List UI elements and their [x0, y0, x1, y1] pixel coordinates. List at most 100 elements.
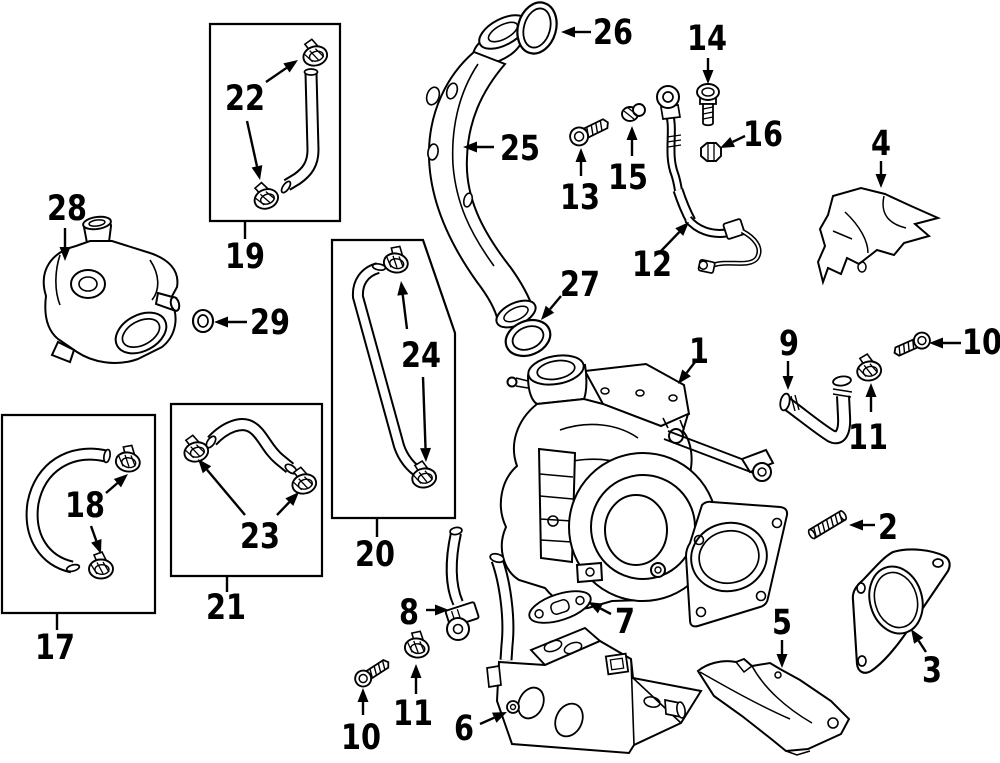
arrowhead-icon	[782, 376, 794, 390]
callout-23: 23	[240, 517, 280, 557]
callout-25: 25	[500, 129, 540, 169]
callout-2: 2	[878, 508, 898, 548]
part-17-water-hose	[25, 442, 144, 580]
group-box-17	[0, 413, 157, 615]
group-boxes	[0, 22, 457, 615]
arrow-line-22	[265, 66, 288, 83]
callout-3: 3	[922, 651, 942, 691]
part-5-heat-shield	[696, 657, 851, 756]
arrowhead-icon	[875, 174, 887, 188]
arrowhead-icon	[911, 629, 924, 644]
callout-4: 4	[871, 124, 891, 164]
group-box-20	[330, 238, 457, 520]
callout-11-lower: 11	[393, 694, 433, 734]
arrowhead-icon	[776, 654, 788, 668]
callout-20: 20	[355, 535, 395, 575]
arrow-line-27	[549, 295, 562, 311]
arrowhead-icon	[397, 281, 409, 296]
callout-5: 5	[772, 603, 792, 643]
callout-28: 28	[47, 189, 87, 229]
arrowhead-icon	[463, 141, 477, 153]
callout-15: 15	[608, 158, 648, 198]
arrow-line-6	[479, 716, 495, 726]
callout-26: 26	[593, 13, 633, 53]
arrowhead-icon	[561, 26, 575, 38]
arrowhead-icon	[675, 222, 689, 236]
callout-7: 7	[615, 602, 635, 642]
arrowhead-icon	[929, 337, 943, 349]
arrowhead-icon	[865, 383, 877, 397]
part-8-oil-return-pipe	[444, 526, 480, 641]
arrowhead-icon	[678, 369, 691, 384]
callout-10-lower: 10	[341, 718, 381, 758]
arrowhead-icon	[541, 305, 555, 320]
arrowhead-icon	[720, 136, 736, 148]
part-1-turbocharger	[499, 354, 789, 628]
callout-9: 9	[779, 324, 799, 364]
arrowhead-icon	[357, 688, 369, 702]
callout-13: 13	[560, 178, 600, 218]
callout-21: 21	[206, 588, 246, 628]
group-box-21	[169, 402, 324, 578]
part-13-bolt	[569, 118, 609, 147]
arrowhead-icon	[113, 474, 128, 488]
part-9-water-hose	[779, 375, 853, 445]
callout-24: 24	[401, 336, 441, 376]
part-12-oil-feed-pipe	[656, 85, 762, 274]
arrowhead-icon	[626, 126, 638, 140]
arrowhead-icon	[283, 60, 298, 73]
arrowhead-icon	[435, 604, 449, 616]
callout-12: 12	[632, 245, 672, 285]
part-15-connector	[621, 103, 646, 122]
arrow-line-18	[105, 482, 119, 494]
callout-27: 27	[560, 265, 600, 305]
arrowhead-icon	[198, 459, 212, 474]
arrow-line-1	[685, 361, 696, 374]
arrow-line-3	[917, 640, 928, 653]
callout-22: 22	[225, 79, 265, 119]
part-29-seal-ring	[191, 308, 215, 334]
callout-1: 1	[689, 332, 709, 372]
arrowhead-icon	[410, 664, 422, 678]
arrowhead-icon	[59, 247, 71, 261]
part-14-bolt	[696, 83, 720, 127]
arrowhead-icon	[285, 492, 299, 506]
callout-14: 14	[687, 19, 727, 59]
part-6-bracket	[486, 552, 703, 755]
arrowhead-icon	[420, 447, 432, 462]
part-7-gasket	[528, 590, 592, 624]
callout-18: 18	[65, 486, 105, 526]
callout-17: 17	[35, 628, 75, 668]
arrowhead-icon	[702, 70, 714, 84]
callout-6: 6	[454, 709, 474, 749]
part-16-nut	[700, 142, 722, 162]
arrow-line-24	[421, 376, 427, 449]
arrowhead-icon	[491, 712, 507, 723]
part-26-gasket-ring	[516, 1, 558, 55]
part-3-gasket	[851, 548, 951, 674]
arrow-line-22	[245, 120, 259, 167]
arrowhead-icon	[849, 519, 863, 531]
arrow-line-18	[89, 525, 98, 542]
arrowhead-icon	[251, 165, 263, 180]
callout-10-upper: 10	[962, 323, 1000, 363]
callout-16: 16	[743, 115, 783, 155]
callout-19: 19	[225, 237, 265, 277]
callout-29: 29	[250, 303, 290, 343]
arrowhead-icon	[91, 538, 102, 554]
part-20-water-hose	[351, 243, 439, 491]
arrow-line-7	[599, 607, 612, 616]
arrow-line-23	[206, 468, 246, 516]
callout-11-upper: 11	[848, 418, 888, 458]
part-27-gasket-ring	[504, 318, 552, 358]
part-21-water-hose	[179, 418, 320, 498]
part-28-water-outlet	[42, 215, 181, 364]
arrow-line-24	[401, 294, 409, 330]
arrow-line-23	[276, 501, 291, 516]
arrowhead-icon	[588, 602, 603, 614]
arrow-line-12	[660, 231, 681, 252]
arrowhead-icon	[575, 148, 587, 162]
